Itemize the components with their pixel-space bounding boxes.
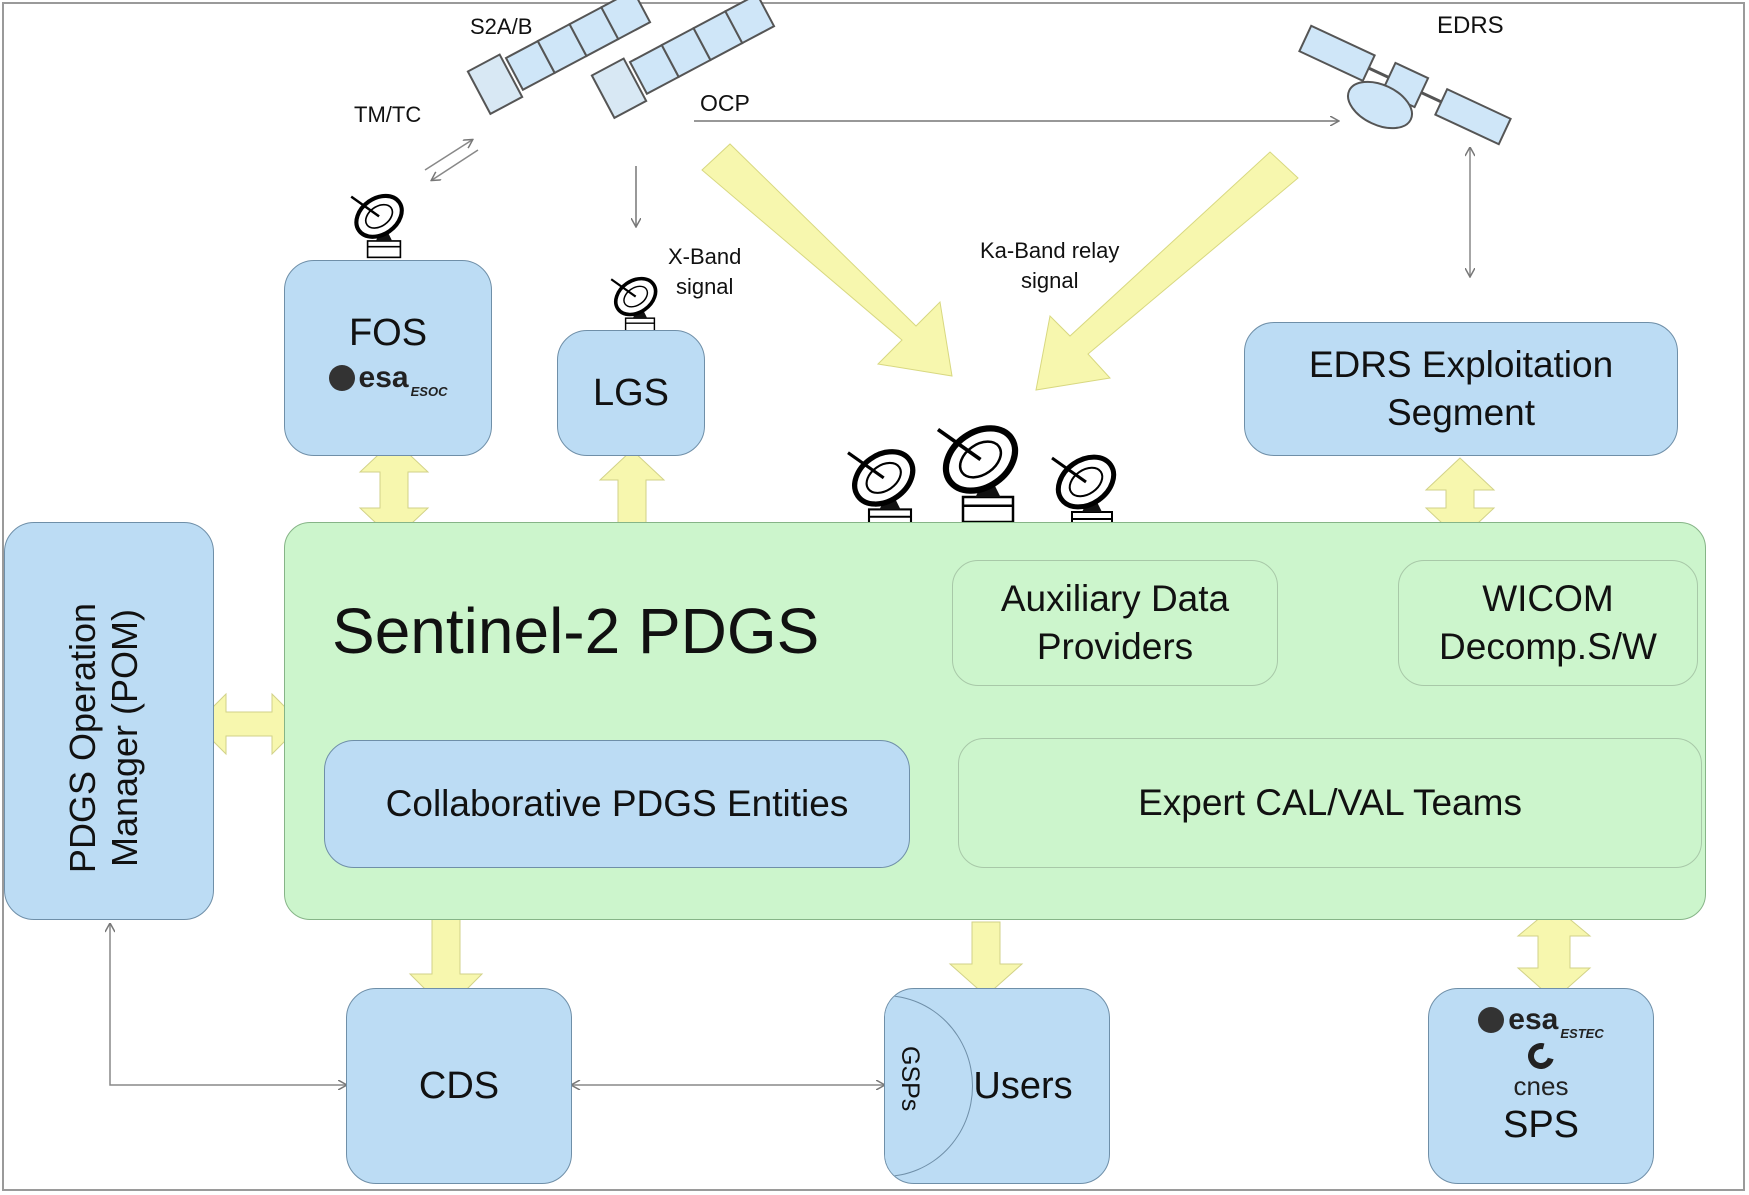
calval-label: Expert CAL/VAL Teams [1138,782,1522,823]
fos-dish-icon [349,187,410,257]
lgs-box: LGS [557,330,705,456]
lgs-dish-icon [607,269,665,335]
fos-label: FOS [348,311,428,354]
gsps-rotated-label: GSPs [896,1046,924,1112]
aux-data-line2: Providers [1036,626,1194,667]
pom-label: PDGS Operation Manager (POM) [62,603,146,873]
wicom-line2: Decomp.S/W [1439,626,1657,667]
edrs-label: EDRS [1437,12,1504,39]
edrs-segment-line1: EDRS Exploitation [1308,344,1614,385]
kaband-label: Ka-Band relay signal [980,236,1119,296]
esa-logo-mark-icon [328,364,355,391]
esa-esoc-logo: esa ESOC [328,360,447,399]
xband-label: X-Band signal [668,242,741,302]
wicom-line1: WICOM [1482,578,1614,619]
aux-data-box: Auxiliary Data Providers [952,560,1278,686]
sps-box: esa ESTEC cnes SPS [1428,988,1654,1184]
pdgs-dish-1-icon [845,441,923,530]
pdgs-title: Sentinel-2 PDGS [332,595,820,667]
s2ab-label: S2A/B [470,14,533,39]
ocp-label: OCP [700,90,750,116]
esoc-logo-text: ESOC [410,383,448,399]
collab-box: Collaborative PDGS Entities [324,740,910,868]
edrs-satellite-icon [1298,24,1512,146]
kaband-signal-arrow [1035,151,1299,391]
estec-logo-text: ESTEC [1560,1026,1604,1041]
pom-label-line1: PDGS Operation [62,602,103,874]
pom-label-line2: Manager (POM) [104,608,145,868]
s2-satellite-2-icon [590,0,776,120]
cnes-logo-text: cnes [1513,1071,1569,1101]
aux-data-line1: Auxiliary Data [1000,578,1230,619]
calval-box: Expert CAL/VAL Teams [958,738,1702,868]
xband-signal-arrow [701,143,953,377]
pdgs-sps-arrow [1516,905,1592,1001]
xband-label-line1: X-Band [668,244,742,269]
esa-estec-logo: esa ESTEC [1478,1003,1604,1041]
pdgs-dish-2-icon [934,415,1027,522]
s2-satellite-1-icon [466,0,652,116]
fos-box: FOS esa ESOC [284,260,492,456]
wicom-box: WICOM Decomp.S/W [1398,560,1698,686]
kaband-label-line1: Ka-Band relay [980,238,1120,263]
lgs-label: LGS [592,371,670,414]
edrs-segment-line2: Segment [1386,392,1536,433]
tmtc-label: TM/TC [354,102,422,127]
users-label: Users [973,1064,1073,1107]
cnes-logo-mark-icon [1523,1038,1559,1074]
cds-box: CDS [346,988,572,1184]
pom-box [4,522,214,920]
esa-estec-logo-text: esa [1508,1003,1559,1036]
pdgs-users-arrow [948,921,1024,997]
sps-label: SPS [1502,1104,1580,1146]
users-box: GSPs Users [884,988,1110,1184]
esa-logo-text: esa [358,360,409,394]
xband-label-line2: signal [675,274,734,299]
esa-estec-logo-mark-icon [1478,1007,1505,1033]
pdgs-dish-3-icon [1049,447,1123,532]
edrs-segment-box: EDRS Exploitation Segment [1244,322,1678,456]
tmtc-link [424,140,479,180]
collab-label: Collaborative PDGS Entities [385,783,849,824]
cds-label: CDS [418,1064,500,1107]
pom-cds-link [110,924,346,1085]
kaband-label-line2: signal [1020,268,1079,293]
